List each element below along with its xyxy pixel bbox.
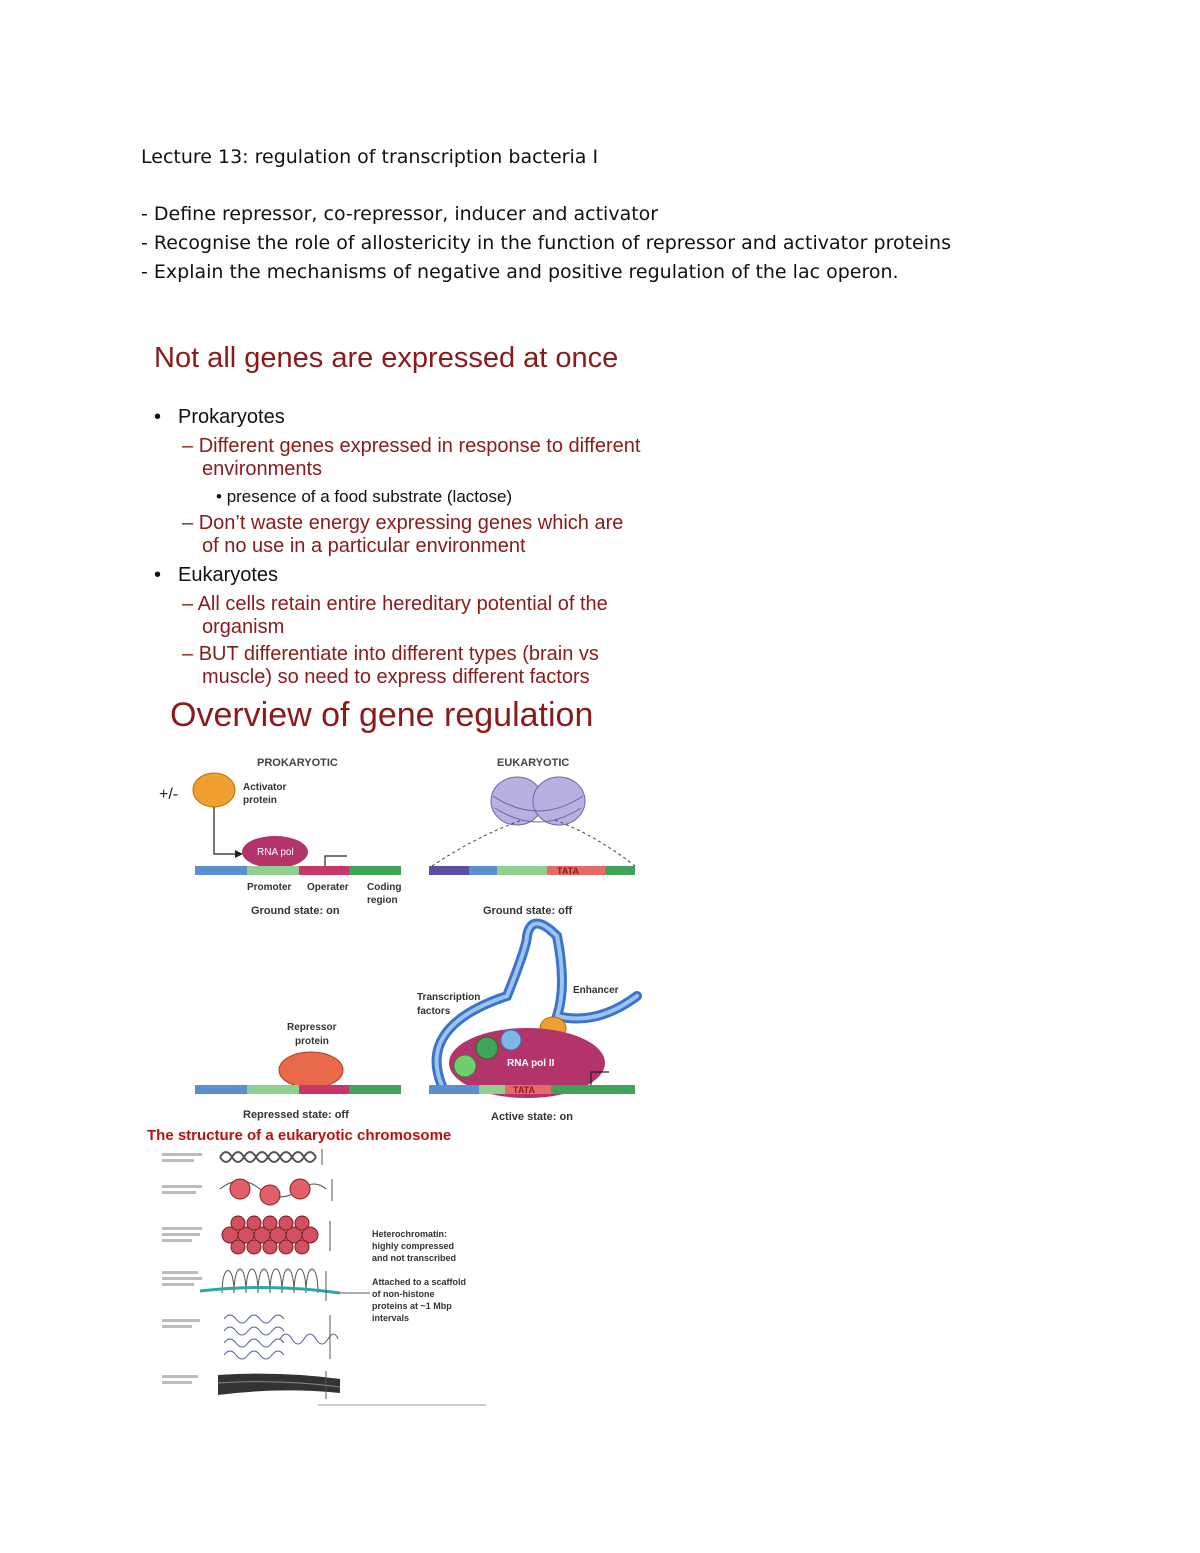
tss-arrow: [324, 855, 347, 866]
bullet-prokaryotes: •Prokaryotes: [154, 406, 285, 428]
tata-label-top: TATA: [557, 866, 579, 876]
tata-label-bottom: TATA: [513, 1085, 535, 1095]
nucleosome-icon: [490, 776, 586, 826]
activator-protein-icon: [192, 772, 236, 808]
repressor-protein-icon: [278, 1051, 344, 1089]
sub-bullet: – All cells retain entire hereditary pot…: [182, 593, 608, 638]
lecture-notes: Lecture 13: regulation of transcription …: [141, 143, 1041, 287]
rna-pol-ii-label: RNA pol II: [507, 1058, 555, 1069]
condensed-chromatin-icon: [223, 1314, 339, 1360]
sub-bullet: – Don’t waste energy expressing genes wh…: [182, 512, 624, 557]
prok-dna-bottom: [195, 1085, 401, 1094]
heterochromatin-note-2: highly compressed: [372, 1241, 454, 1251]
chromatin-loops-icon: [221, 1268, 319, 1294]
tf-protein-icon: [453, 1054, 477, 1078]
scaffold-note-1: Attached to a scaffold: [372, 1277, 466, 1287]
prok-ground-state: Ground state: on: [251, 905, 340, 917]
level-labels: [162, 1153, 202, 1384]
objective-item: - Explain the mechanisms of negative and…: [141, 261, 899, 283]
repressor-label-2: protein: [295, 1036, 329, 1047]
prok-dna-top: [195, 866, 401, 875]
dashed-line: [431, 819, 523, 867]
prokaryotic-header: PROKARYOTIC: [257, 757, 338, 769]
metaphase-chromosome-icon: [218, 1373, 340, 1395]
bullet-eukaryotes: •Eukaryotes: [154, 564, 279, 586]
tf-label-2: factors: [417, 1006, 451, 1017]
euk-dna-top: [429, 866, 635, 875]
slide-bullets: •Prokaryotes – Different genes expressed…: [154, 400, 644, 693]
nucleosome-bead-icon: [259, 1184, 281, 1206]
sub-bullet: – Different genes expressed in response …: [182, 435, 641, 480]
scaffold-line: [199, 1285, 341, 1295]
chromosome-figure-title: The structure of a eukaryotic chromosome: [147, 1127, 452, 1144]
objectives-list: - Define repressor, co-repressor, induce…: [141, 200, 1041, 287]
tf-protein-icon: [500, 1029, 522, 1051]
operator-label: Operater: [307, 882, 349, 893]
euk-ground-state: Ground state: off: [483, 905, 573, 917]
heterochromatin-note-1: Heterochromatin:: [372, 1229, 447, 1239]
heterochromatin-note-3: and not transcribed: [372, 1253, 456, 1263]
repressor-label-1: Repressor: [287, 1022, 337, 1033]
slide-gene-regulation: Overview of gene regulation PROKARYOTIC …: [147, 696, 647, 1126]
enhancer-label: Enhancer: [573, 985, 619, 996]
slide-gene-expression: Not all genes are expressed at once •Pro…: [147, 338, 647, 688]
sub-bullet: – BUT differentiate into different types…: [182, 643, 599, 688]
gene-regulation-diagram: PROKARYOTIC EUKARYOTIC +/- Activator pro…: [159, 757, 642, 1123]
coding-label-1: Coding: [367, 882, 401, 893]
tss-arrow: [590, 1071, 609, 1085]
dashed-line: [554, 819, 636, 867]
rna-pol-label: RNA pol: [257, 847, 294, 858]
active-state-label: Active state: on: [491, 1111, 573, 1123]
tf-protein-icon: [475, 1036, 499, 1060]
scaffold-note-3: proteins at ~1 Mbp: [372, 1301, 452, 1311]
slide-title: Overview of gene regulation: [170, 696, 594, 734]
sub-sub-bullet: • presence of a food substrate (lactose): [216, 487, 513, 506]
lecture-title: Lecture 13: regulation of transcription …: [141, 146, 599, 168]
coding-label-2: region: [367, 895, 398, 906]
slide-title: Not all genes are expressed at once: [154, 342, 619, 374]
plus-minus-label: +/-: [159, 786, 178, 803]
chromosome-structure-diagram: Heterochromatin: highly compressed and n…: [162, 1149, 486, 1406]
euk-dna-bottom: [429, 1085, 635, 1094]
eukaryotic-header: EUKARYOTIC: [497, 757, 569, 769]
objective-item: - Define repressor, co-repressor, induce…: [141, 203, 659, 225]
chromatin-fibre-icon: [221, 1215, 319, 1255]
tf-label-1: Transcription: [417, 992, 480, 1003]
objective-item: - Recognise the role of allostericity in…: [141, 232, 951, 254]
scaffold-note-4: intervals: [372, 1313, 409, 1323]
arrow-head-icon: [235, 850, 243, 858]
activator-label-2: protein: [243, 795, 277, 806]
rna-pol-icon: [242, 836, 308, 868]
activation-arrow: [213, 807, 235, 855]
nucleosome-bead-icon: [289, 1178, 311, 1200]
repressed-state-label: Repressed state: off: [243, 1109, 349, 1121]
activator-label-1: Activator: [243, 782, 286, 793]
promoter-label: Promoter: [247, 882, 292, 893]
scaffold-note-2: of non-histone: [372, 1289, 435, 1299]
nucleosome-bead-icon: [229, 1178, 251, 1200]
